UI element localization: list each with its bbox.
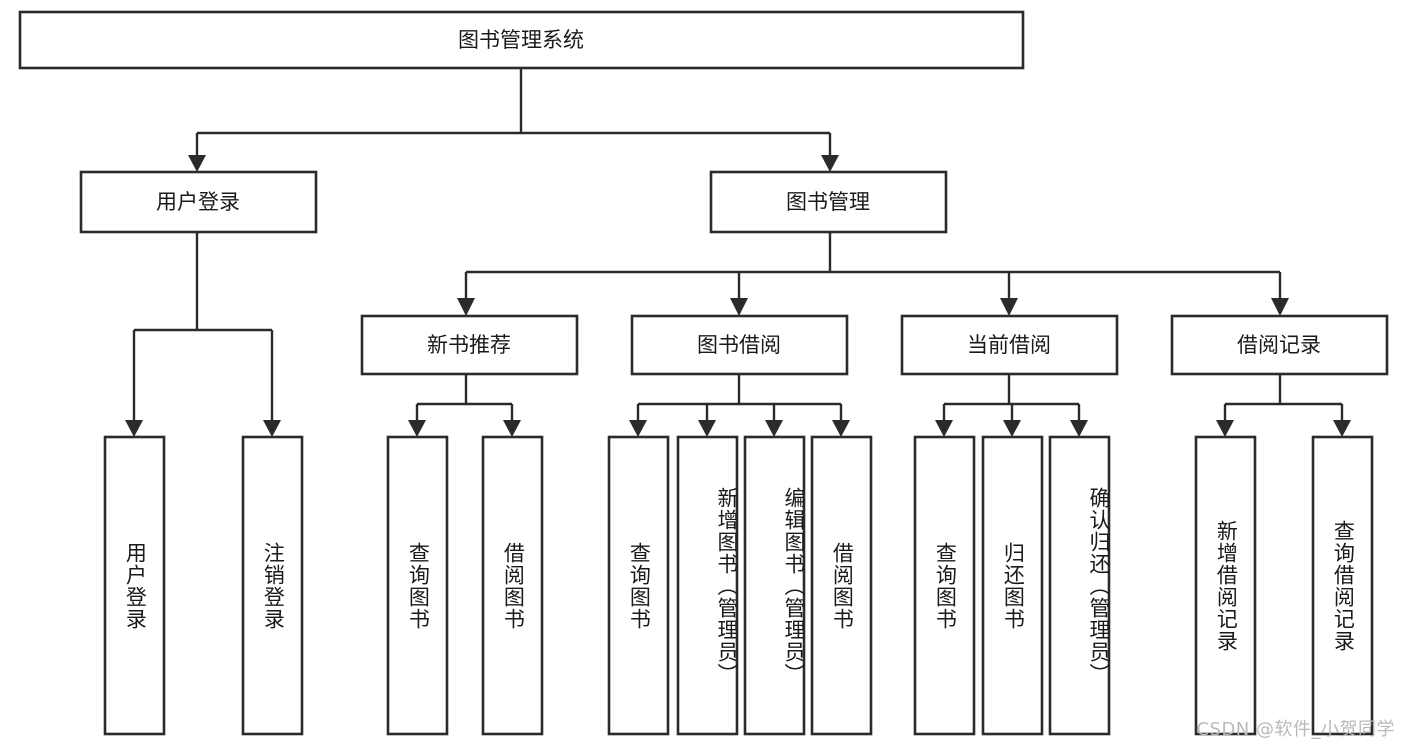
arrowhead-leaf-user-login (125, 420, 143, 437)
node-current-borrow-box[interactable] (900, 314, 1119, 376)
node-borrow-record-label: 借阅记录 (1237, 333, 1321, 357)
arrowhead-book-management (821, 155, 839, 172)
arrowhead-borrow-record (1271, 298, 1289, 316)
node-leaf-borrow-book-1-box[interactable] (481, 435, 544, 736)
node-user-login[interactable]: 用户登录 (79, 170, 318, 234)
node-leaf-query-book-3-box[interactable] (913, 435, 976, 736)
arrowhead-leaf-query-book-3 (935, 420, 953, 437)
arrowhead-leaf-add-record (1216, 420, 1234, 437)
node-leaf-query-book-1-box[interactable] (386, 435, 449, 736)
node-leaf-add-book-box[interactable] (676, 435, 739, 736)
node-book-management-label: 图书管理 (786, 190, 870, 214)
arrowhead-new-book-recommend (457, 298, 475, 316)
node-leaf-confirm-return-box[interactable] (1048, 435, 1111, 736)
arrowhead-leaf-return-book (1003, 420, 1021, 437)
node-book-borrow-label: 图书借阅 (697, 333, 781, 357)
arrowhead-leaf-borrow-book-1 (503, 420, 521, 437)
arrowhead-leaf-query-book-1 (408, 420, 426, 437)
node-current-borrow[interactable]: 当前借阅 (900, 314, 1119, 376)
arrowhead-group (125, 155, 1351, 437)
arrowhead-current-borrow (1000, 298, 1018, 316)
node-root-label: 图书管理系统 (458, 28, 584, 52)
node-book-management[interactable]: 图书管理 (709, 170, 948, 234)
arrowhead-leaf-add-book (698, 420, 716, 437)
watermark-text: CSDN @软件_小贺同学 (1196, 719, 1395, 740)
node-new-book-recommend[interactable]: 新书推荐 (360, 314, 579, 376)
node-book-management-box[interactable] (709, 170, 948, 234)
node-book-borrow[interactable]: 图书借阅 (630, 314, 849, 376)
node-borrow-record-box[interactable] (1170, 314, 1389, 376)
node-leaf-query-book-2-box[interactable] (607, 435, 670, 736)
node-current-borrow-label: 当前借阅 (967, 333, 1051, 357)
node-leaf-add-record-box[interactable] (1194, 435, 1257, 736)
arrowhead-leaf-borrow-book-2 (832, 420, 850, 437)
node-book-borrow-box[interactable] (630, 314, 849, 376)
node-new-book-recommend-label: 新书推荐 (427, 333, 511, 357)
node-user-login-box[interactable] (79, 170, 318, 234)
node-leaf-borrow-book-2-box[interactable] (810, 435, 873, 736)
node-borrow-record[interactable]: 借阅记录 (1170, 314, 1389, 376)
node-user-login-label: 用户登录 (156, 190, 240, 214)
node-leaf-return-book-box[interactable] (981, 435, 1044, 736)
arrowhead-leaf-logout-login (263, 420, 281, 437)
node-new-book-recommend-box[interactable] (360, 314, 579, 376)
arrowhead-leaf-query-record (1333, 420, 1351, 437)
arrowhead-book-borrow (730, 298, 748, 316)
arrowhead-leaf-confirm-return (1070, 420, 1088, 437)
arrowhead-leaf-edit-book (765, 420, 783, 437)
node-root-box[interactable] (18, 10, 1025, 70)
arrowhead-user-login (188, 155, 206, 172)
leaf-box-group (103, 435, 1374, 736)
node-leaf-logout-login-box[interactable] (241, 435, 304, 736)
connector-group (132, 68, 1344, 422)
node-leaf-query-record-box[interactable] (1311, 435, 1374, 736)
node-leaf-user-login-box[interactable] (103, 435, 166, 736)
arrowhead-leaf-query-book-2 (629, 420, 647, 437)
node-root[interactable]: 图书管理系统 (18, 10, 1025, 70)
node-leaf-edit-book-box[interactable] (743, 435, 806, 736)
